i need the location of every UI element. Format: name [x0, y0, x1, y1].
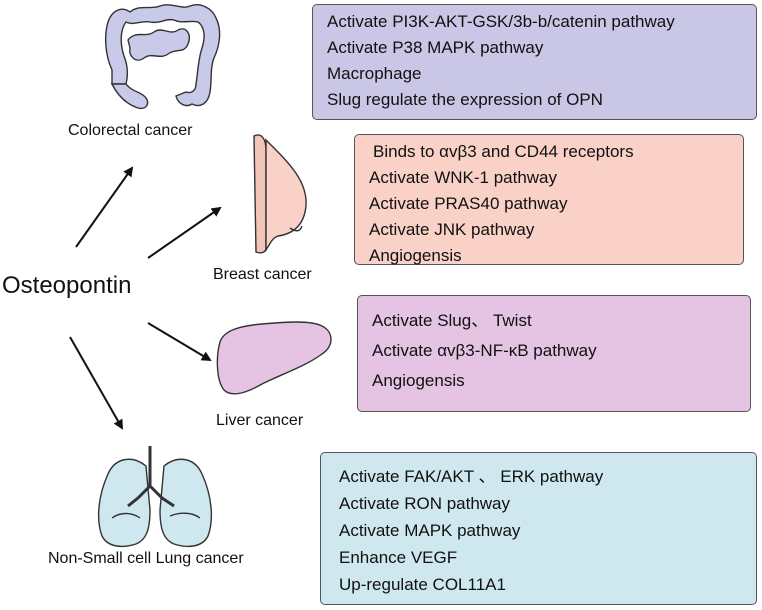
mechanism-item: Activate WNK-1 pathway	[369, 168, 558, 187]
arrow-to-liver	[147, 322, 212, 362]
lung-mechanism-box: Activate FAK/AKT 、 ERK pathway Activate …	[320, 452, 757, 605]
breast-label: Breast cancer	[213, 266, 312, 283]
lungs-icon	[97, 446, 213, 548]
mechanism-item: Activate Slug、 Twist	[372, 311, 532, 330]
mechanism-item: Activate αvβ3-NF-κB pathway	[372, 341, 597, 360]
mechanism-item: Binds to αvβ3 and CD44 receptors	[373, 142, 634, 161]
mechanism-item: Activate PI3K-AKT-GSK/3b-b/catenin pathw…	[327, 12, 675, 31]
breast-icon	[253, 134, 307, 254]
arrow-to-breast	[147, 206, 222, 259]
mechanism-item: Macrophage	[327, 64, 422, 83]
liver-mechanism-box: Activate Slug、 Twist Activate αvβ3-NF-κB…	[357, 295, 751, 412]
arrow-to-colorectal	[75, 166, 134, 248]
mechanism-item: Activate PRAS40 pathway	[369, 194, 568, 213]
mechanism-item: Slug regulate the expression of OPN	[327, 90, 603, 109]
liver-icon	[216, 321, 332, 395]
breast-mechanism-box: Binds to αvβ3 and CD44 receptors Activat…	[354, 134, 744, 265]
colorectal-label: Colorectal cancer	[68, 122, 193, 139]
mechanism-item: Activate MAPK pathway	[339, 521, 521, 540]
lung-label: Non-Small cell Lung cancer	[48, 550, 244, 567]
colorectal-mechanism-box: Activate PI3K-AKT-GSK/3b-b/catenin pathw…	[312, 4, 757, 120]
mechanism-item: Up-regulate COL11A1	[339, 575, 506, 594]
mechanism-item: Activate JNK pathway	[369, 220, 535, 239]
liver-label: Liver cancer	[216, 412, 304, 429]
mechanism-item: Enhance VEGF	[339, 548, 458, 567]
arrow-to-lung	[69, 336, 123, 430]
osteopontin-label: Osteopontin	[2, 272, 132, 299]
mechanism-item: Activate P38 MAPK pathway	[327, 38, 544, 57]
mechanism-item: Activate FAK/AKT 、 ERK pathway	[339, 467, 604, 486]
mechanism-item: Activate RON pathway	[339, 494, 511, 513]
mechanism-item: Angiogensis	[372, 371, 465, 390]
colon-icon	[104, 4, 221, 110]
mechanism-item: Angiogensis	[369, 246, 462, 265]
